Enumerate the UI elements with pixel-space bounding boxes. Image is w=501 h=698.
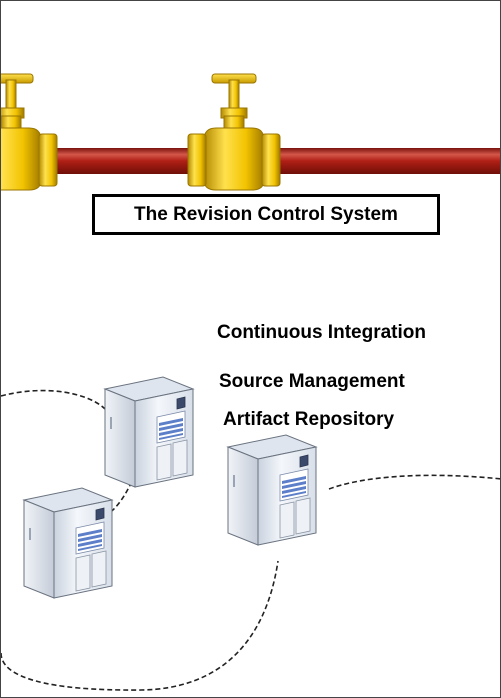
revision-control-system-box: The Revision Control System bbox=[92, 194, 440, 235]
server-icon bbox=[227, 434, 317, 546]
valve-icon bbox=[1, 73, 58, 191]
continuous-integration-label: Continuous Integration bbox=[217, 322, 426, 343]
server-icon bbox=[23, 487, 113, 599]
artifact-repository-label: Artifact Repository bbox=[223, 409, 395, 430]
source-management-label: Source Management bbox=[219, 371, 405, 392]
valve-icon bbox=[187, 73, 281, 191]
server-icon bbox=[104, 376, 194, 488]
revision-control-system-label: The Revision Control System bbox=[134, 203, 398, 225]
network-link bbox=[1, 389, 500, 691]
